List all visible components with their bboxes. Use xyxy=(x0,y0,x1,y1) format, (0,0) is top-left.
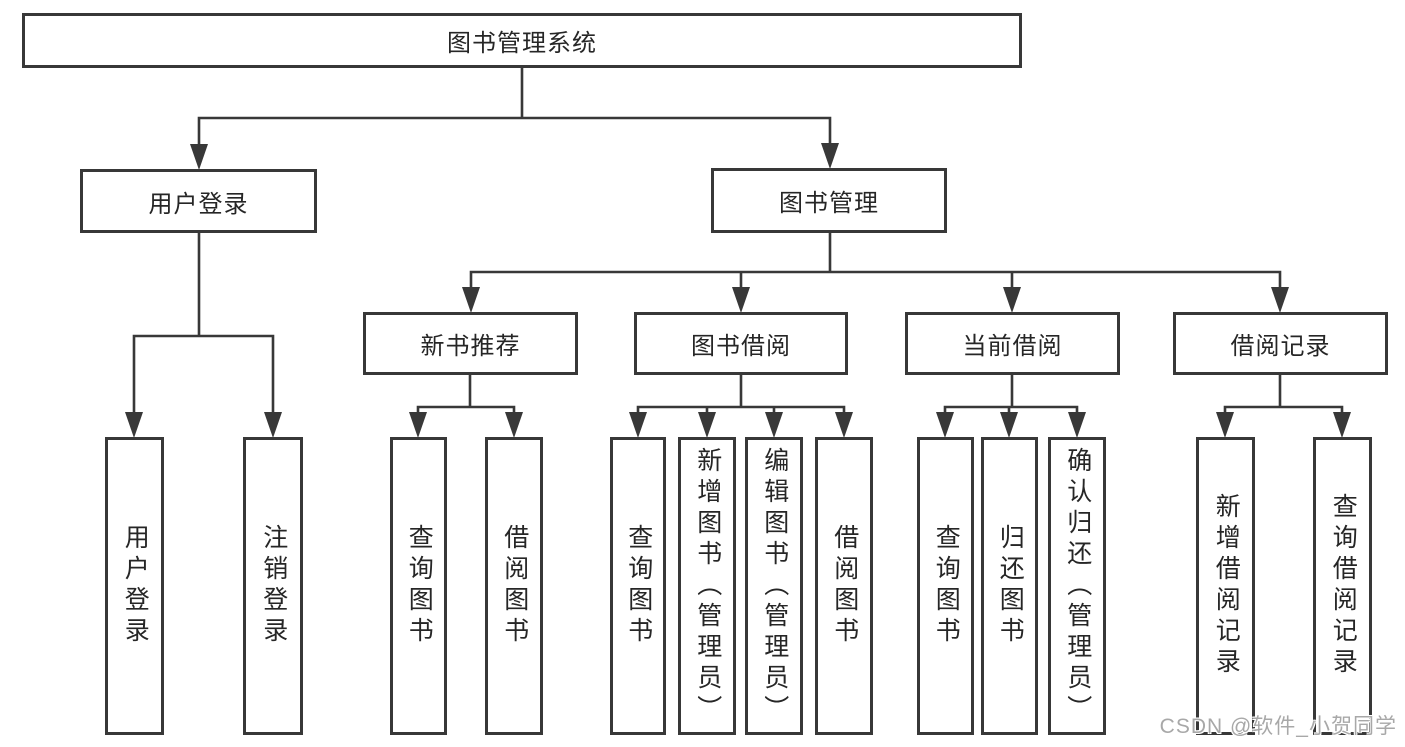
leaf-confirm-return-admin-label: 确认归还（管理员） xyxy=(1063,446,1092,726)
leaf-confirm-return-admin: 确认归还（管理员） xyxy=(1048,437,1106,735)
leaf-query-borrow-record-label: 查询借阅记录 xyxy=(1329,493,1358,679)
node-book-management: 图书管理 xyxy=(711,168,947,233)
node-book-borrow: 图书借阅 xyxy=(634,312,848,375)
leaf-return-books-label: 归还图书 xyxy=(996,524,1025,648)
leaf-borrow-books-newbooks: 借阅图书 xyxy=(485,437,543,735)
node-book-borrow-label: 图书借阅 xyxy=(691,333,791,360)
csdn-watermark: CSDN @软件_小贺同学 xyxy=(1159,715,1397,738)
node-user-login: 用户登录 xyxy=(80,169,317,233)
leaf-query-books-borrow: 查询图书 xyxy=(610,437,666,735)
node-root-label: 图书管理系统 xyxy=(447,30,597,57)
leaf-logout-label: 注销登录 xyxy=(259,524,288,648)
node-book-management-label: 图书管理 xyxy=(779,190,879,217)
leaf-query-books-newbooks: 查询图书 xyxy=(390,437,447,735)
leaf-edit-books-admin: 编辑图书（管理员） xyxy=(745,437,803,735)
connector-strokes xyxy=(132,65,1344,416)
leaf-edit-books-admin-label: 编辑图书（管理员） xyxy=(760,446,789,726)
arrowheads xyxy=(125,143,1351,438)
leaf-borrow-books-label: 借阅图书 xyxy=(830,524,859,648)
node-user-login-label: 用户登录 xyxy=(148,190,249,218)
node-current-borrow: 当前借阅 xyxy=(905,312,1120,375)
leaf-return-books: 归还图书 xyxy=(981,437,1038,735)
node-new-book-recommend: 新书推荐 xyxy=(363,312,578,375)
leaf-logout: 注销登录 xyxy=(243,437,303,735)
node-new-book-recommend-label: 新书推荐 xyxy=(420,333,521,360)
leaf-query-books-current-label: 查询图书 xyxy=(932,524,961,648)
node-current-borrow-label: 当前借阅 xyxy=(962,333,1063,360)
leaf-user-login: 用户登录 xyxy=(105,437,164,735)
leaf-add-books-admin: 新增图书（管理员） xyxy=(678,437,736,735)
leaf-user-login-label: 用户登录 xyxy=(121,524,150,648)
leaf-query-books-borrow-label: 查询图书 xyxy=(624,524,653,648)
leaf-query-books-current: 查询图书 xyxy=(917,437,974,735)
leaf-add-borrow-record-label: 新增借阅记录 xyxy=(1212,493,1241,679)
leaf-borrow-books: 借阅图书 xyxy=(815,437,873,735)
node-root: 图书管理系统 xyxy=(22,13,1022,68)
node-borrow-records: 借阅记录 xyxy=(1173,312,1388,375)
leaf-add-borrow-record: 新增借阅记录 xyxy=(1196,437,1255,735)
leaf-query-borrow-record: 查询借阅记录 xyxy=(1313,437,1372,735)
node-borrow-records-label: 借阅记录 xyxy=(1230,333,1331,360)
leaf-query-books-newbooks-label: 查询图书 xyxy=(405,524,434,648)
leaf-borrow-books-newbooks-label: 借阅图书 xyxy=(500,524,529,648)
leaf-add-books-admin-label: 新增图书（管理员） xyxy=(693,446,722,726)
